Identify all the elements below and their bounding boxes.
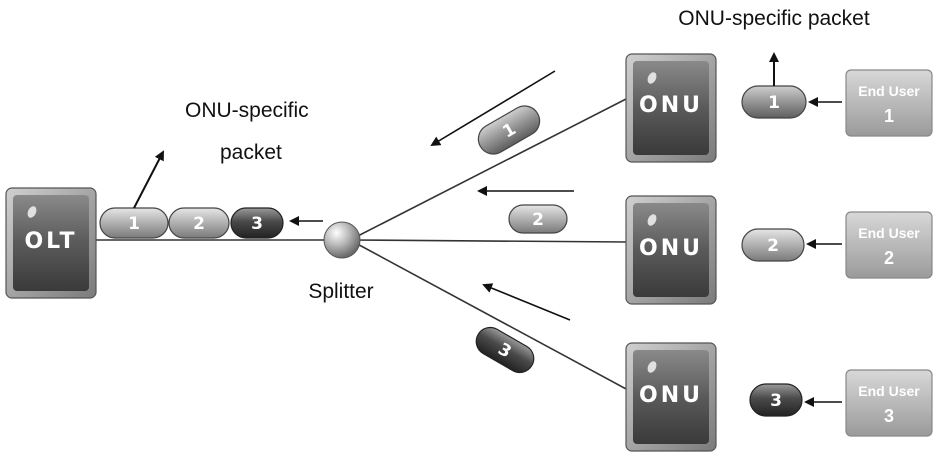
olt-packet-1: 1: [99, 207, 169, 239]
olt-led-icon: [27, 206, 37, 218]
onu-packet-1: 1: [741, 85, 807, 119]
olt-label: OLT: [24, 229, 77, 254]
onu-packet-2: 2: [741, 228, 805, 262]
onu-1-label: ONU: [639, 93, 703, 118]
onu-3: ONU: [625, 342, 717, 452]
fiber-packet-2-label: 2: [532, 210, 544, 230]
end-user-3-label: End User: [858, 383, 920, 399]
fiber-to-onu-1: [349, 97, 629, 241]
end-user-3-number: 3: [884, 406, 894, 426]
onu-2-led-icon: [647, 214, 657, 226]
onu-1: ONU: [625, 53, 717, 163]
end-user-1-number: 1: [884, 106, 894, 126]
fiber-packet-1-group: 1: [430, 70, 556, 155]
fiber-packet-1: [477, 105, 541, 155]
splitter-label: Splitter: [308, 280, 373, 303]
end-user-3: End User 3: [845, 369, 933, 437]
olt-packet-1-label: 1: [128, 214, 140, 234]
fiber-lines: [95, 97, 629, 391]
onu-3-label: ONU: [639, 383, 703, 408]
onu-packet-2-label: 2: [767, 236, 779, 256]
olt-packet-queue: 1 2 3: [99, 207, 284, 239]
end-user-1-label: End User: [858, 83, 920, 99]
end-user-2-number: 2: [884, 248, 894, 268]
olt-packet-2: 2: [168, 207, 230, 239]
left-caption-line1: ONU-specific: [185, 99, 309, 122]
end-user-2: End User 2: [845, 211, 933, 279]
splitter: Splitter: [308, 221, 374, 303]
splitter-icon: [323, 221, 361, 259]
top-right-caption: ONU-specific packet: [678, 7, 870, 30]
left-caption-line2: packet: [220, 141, 282, 164]
onu-packet-1-label: 1: [768, 93, 780, 113]
olt-packet-3-label: 3: [251, 214, 263, 234]
fiber-packet-2: [508, 204, 568, 234]
onu-packet-3: 3: [749, 383, 803, 417]
fiber-arrow-3: [482, 283, 571, 321]
fiber-packet-3-group: 3: [475, 283, 571, 374]
fiber-to-onu-2: [349, 239, 629, 243]
olt-packet-pointer-arrow: [133, 150, 164, 209]
end-user-1: End User 1: [845, 69, 933, 137]
end-user-2-label: End User: [858, 225, 920, 241]
fiber-arrow-1: [430, 70, 556, 147]
fiber-to-onu-3: [349, 239, 629, 391]
onu-3-led-icon: [647, 361, 657, 373]
onu-packet-3-label: 3: [770, 391, 782, 411]
olt-packet-3: 3: [230, 207, 284, 239]
fiber-packet-2-group: 2: [477, 186, 574, 234]
olt-device: OLT: [5, 187, 97, 299]
onu-2-label: ONU: [639, 236, 703, 261]
fiber-packet-3: [475, 326, 535, 374]
onu-1-led-icon: [647, 72, 657, 84]
olt-packet-2-label: 2: [193, 214, 205, 234]
onu-2: ONU: [625, 195, 717, 305]
